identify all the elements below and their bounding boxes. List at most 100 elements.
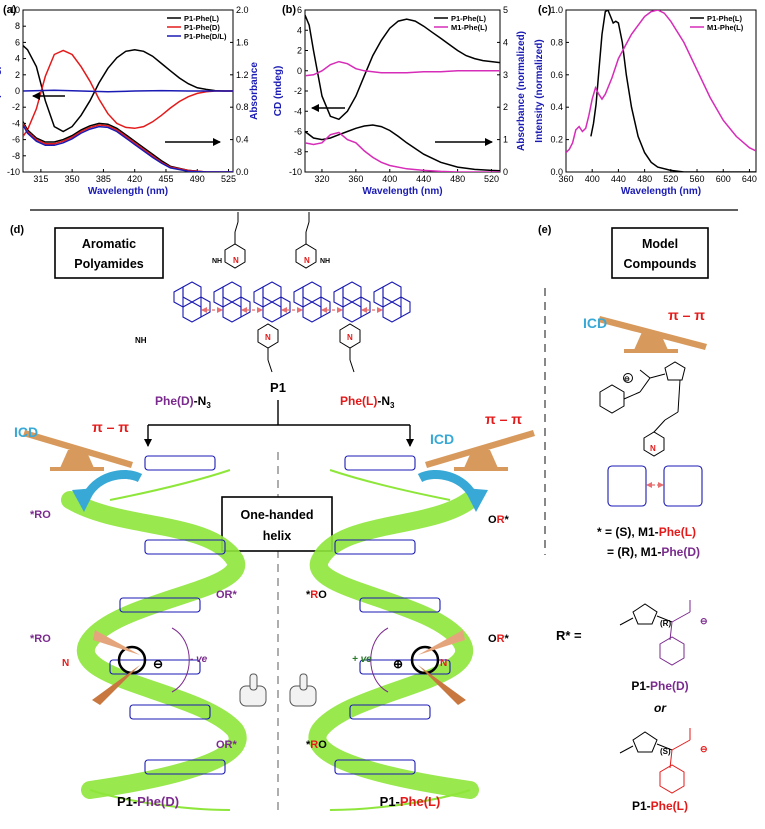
plus-sign: ⊕ [393, 657, 403, 671]
bottom-label-left: P1-Phe(D) [117, 794, 179, 809]
x-axis-label: Wavelength (nm) [88, 186, 168, 197]
right-or-2: OR* [488, 633, 510, 645]
panel-label-e: (e) [538, 224, 552, 236]
series-line [305, 124, 500, 172]
pyrene-units [173, 281, 411, 323]
x-tick-label: 440 [416, 174, 431, 184]
seesaw-right: ICD π – π [425, 411, 535, 471]
series-line [23, 123, 233, 172]
r-config-label: (R) [660, 619, 671, 628]
left-helix: ⊖ - ve *RO OR* *RO OR* N [30, 455, 247, 811]
icd-left: ICD [14, 424, 38, 440]
y2-tick-label: 4 [503, 37, 508, 47]
pyridine-n-3: N [265, 333, 271, 342]
x-tick-label: 440 [611, 174, 626, 184]
p1-phe-d-label: P1-Phe(D) [631, 679, 688, 693]
x-tick-label: 600 [716, 174, 731, 184]
x-tick-label: 455 [158, 174, 173, 184]
model-minus: ⊖ [624, 376, 630, 383]
x-tick-label: 315 [33, 174, 48, 184]
x-tick-label: 490 [190, 174, 205, 184]
pipi-right: π – π [485, 411, 522, 427]
series-line [23, 124, 233, 172]
y2-tick-label: 1.6 [236, 37, 249, 47]
y-tick-label: 0 [297, 66, 302, 76]
panel-label-b: (b) [282, 4, 296, 16]
amide-nh-1: NH [212, 258, 222, 265]
y2-axis-label: Absorbance [249, 62, 260, 120]
y-tick-label: 2 [15, 70, 20, 80]
y-tick-label: 0.0 [550, 167, 563, 177]
panel-label-c: (c) [538, 4, 552, 16]
series-line [566, 10, 756, 154]
left-ro-2: *RO [30, 633, 51, 645]
box-left-line1: Aromatic [82, 237, 136, 251]
model-compound-structure [599, 361, 703, 507]
y2-tick-label: 0.4 [236, 135, 249, 145]
y2-tick-label: 1.2 [236, 70, 249, 80]
y-tick-label: -6 [12, 135, 20, 145]
r-carboxylate-minus: ⊖ [700, 616, 708, 626]
one-handed-helix-box: One-handed helix [221, 496, 333, 552]
left-or-1: OR* [216, 589, 238, 601]
y-tick-label: 4 [15, 54, 20, 64]
right-helix-n: N [440, 658, 447, 669]
y2-tick-label: 2 [503, 102, 508, 112]
y-tick-label: 6 [297, 5, 302, 15]
left-ro-1: *RO [30, 509, 51, 521]
y-tick-label: -2 [294, 86, 302, 96]
y-tick-label: 0.4 [550, 102, 563, 112]
right-ro-1: *RO [306, 589, 327, 601]
model-pyridine-n: N [650, 444, 656, 453]
branch-arrows [144, 400, 414, 447]
panel-label-a: (a) [3, 4, 17, 16]
x-tick-label: 320 [314, 174, 329, 184]
left-or-2: OR* [216, 739, 238, 751]
x-tick-label: 350 [65, 174, 80, 184]
x-tick-label: 525 [221, 174, 236, 184]
series-line [305, 60, 500, 77]
series-line [305, 131, 500, 172]
y-tick-label: 1.0 [550, 5, 563, 15]
series-line [23, 49, 233, 137]
icd-model: ICD [583, 315, 607, 331]
y-tick-label: -10 [7, 167, 20, 177]
y2-tick-label: 0 [503, 167, 508, 177]
y2-axis-label: Absorbance (normalized) [516, 31, 527, 151]
plot-frame-c [565, 9, 757, 173]
series-line [23, 45, 233, 133]
y-tick-label: -8 [12, 151, 20, 161]
x-tick-label: 400 [382, 174, 397, 184]
r-star-structure-d [619, 600, 691, 666]
left-helix-n: N [62, 658, 69, 669]
y2-tick-label: 5 [503, 5, 508, 15]
seesaw-left: ICD π – π [14, 419, 133, 471]
series-line [23, 121, 233, 172]
right-ro-2: *RO [306, 739, 327, 751]
x-axis-label: Wavelength (nm) [362, 186, 442, 197]
x-tick-label: 480 [450, 174, 465, 184]
legend-label: P1-Phe(L) [451, 14, 487, 23]
y2-tick-label: 0.8 [236, 102, 249, 112]
phe-d-n3-label: Phe(D)-N3 [155, 394, 211, 410]
right-or-1: OR* [488, 514, 510, 526]
legend-label: P1-Phe(D) [184, 23, 220, 32]
star-r-label: = (R), M1-Phe(D) [607, 545, 700, 559]
s-carboxylate-minus: ⊖ [700, 744, 708, 754]
positive-ve: + ve [352, 654, 372, 665]
y-tick-label: 0 [15, 86, 20, 96]
y-tick-label: -8 [294, 147, 302, 157]
y-tick-label: 0.2 [550, 135, 563, 145]
series-line [590, 10, 756, 172]
x-tick-label: 640 [742, 174, 757, 184]
y-axis-label: CD (mdeg) [273, 66, 284, 117]
right-helix: ⊕ + ve OR* *RO OR* *RO N [306, 455, 510, 811]
y-tick-label: 4 [297, 25, 302, 35]
x-axis-label: Wavelength (nm) [621, 186, 701, 197]
negative-ve: - ve [190, 654, 208, 665]
x-tick-label: 520 [663, 174, 678, 184]
x-tick-label: 520 [484, 174, 499, 184]
